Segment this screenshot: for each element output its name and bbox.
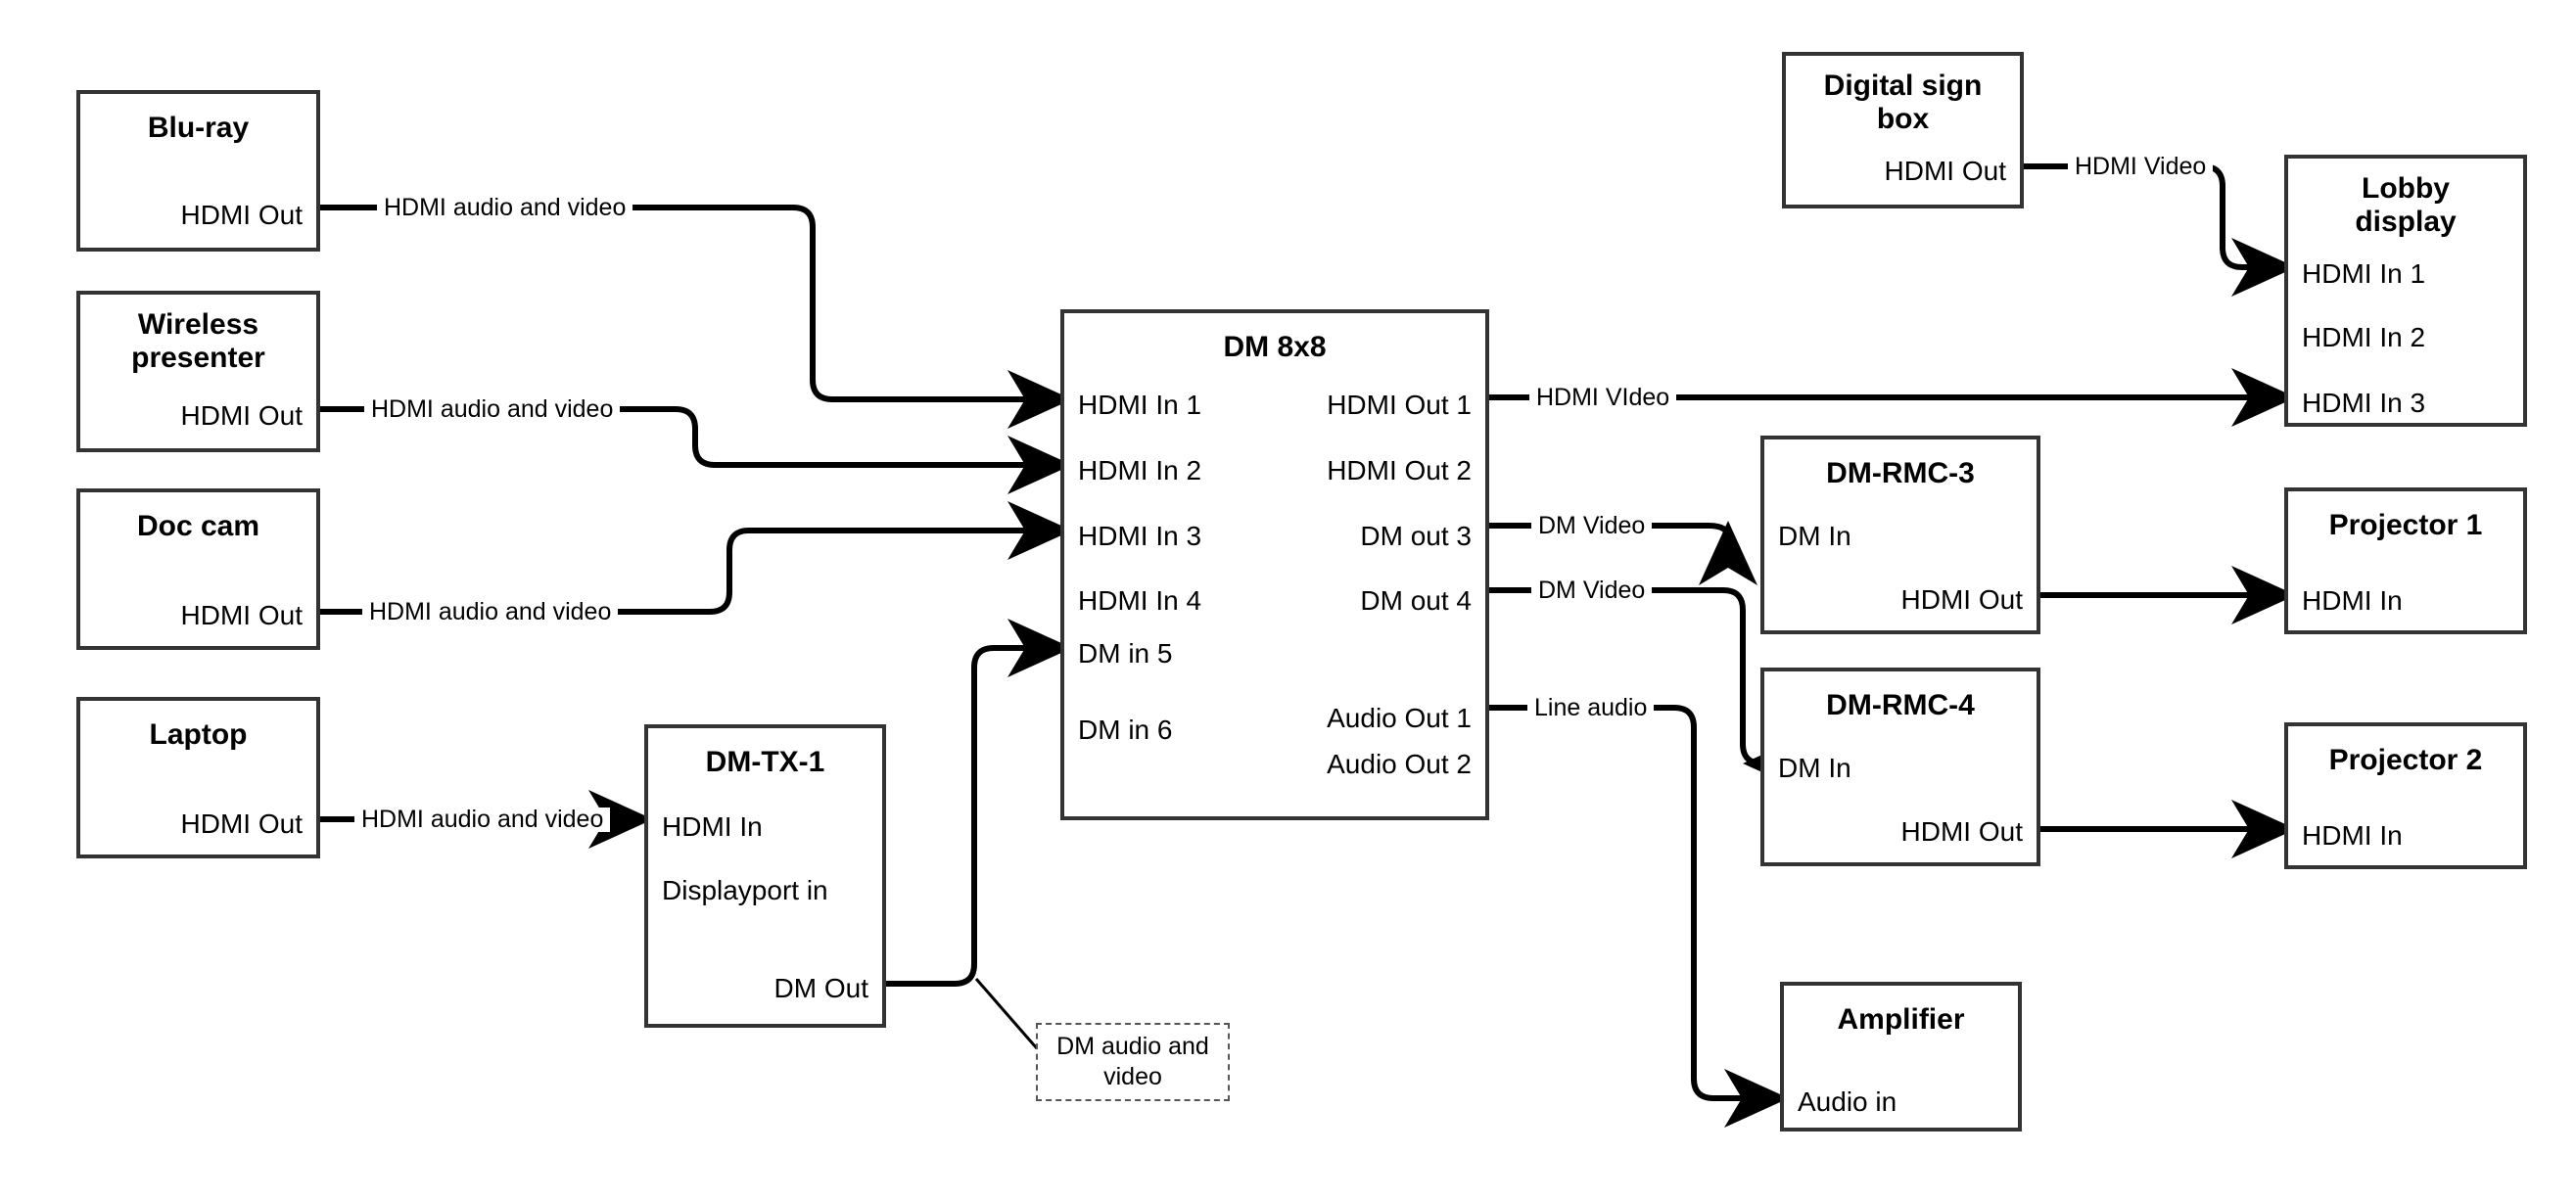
wire-sign-to-lobby-in1: [2024, 163, 2296, 297]
node-dm-rmc-4-title: DM-RMC-4: [1826, 689, 1975, 721]
port-projector2-hdmi-in: HDMI In: [2302, 820, 2403, 851]
port-dmtx1-dm-out: DM Out: [773, 973, 868, 1003]
port-lobby-hdmi-in-1: HDMI In 1: [2302, 258, 2426, 289]
wire-label-hdmiout1-to-lobby3: HDMI VIdeo: [1529, 386, 1677, 410]
port-rmc4-dm-in: DM In: [1778, 753, 1851, 783]
node-dm-rmc-4[interactable]: DM-RMC-4 DM In HDMI Out: [1760, 668, 2040, 866]
node-projector-1-title: Projector 1: [2328, 509, 2483, 541]
node-projector-2[interactable]: Projector 2 HDMI In: [2284, 722, 2527, 869]
port-dmtx1-displayport-in: Displayport in: [662, 875, 828, 905]
port-dm8x8-dm-in-6: DM in 6: [1078, 715, 1173, 745]
node-dm-8x8[interactable]: DM 8x8 HDMI In 1 HDMI In 2 HDMI In 3 HDM…: [1060, 309, 1489, 820]
node-digital-sign-box-title: Digital sign box: [1823, 69, 1983, 136]
node-doc-cam-title: Doc cam: [136, 510, 260, 542]
node-projector-1[interactable]: Projector 1 HDMI In: [2284, 487, 2527, 634]
wire-dmtx1-to-dm8x8-in5: [886, 619, 1072, 987]
wire-dm8x8-audioout1-to-amp: [1489, 705, 1789, 1128]
node-dm-8x8-title: DM 8x8: [1223, 331, 1327, 363]
port-rmc3-hdmi-out: HDMI Out: [1900, 584, 2023, 615]
port-dm8x8-audio-out-1: Audio Out 1: [1327, 703, 1472, 733]
port-dmtx1-hdmi-in: HDMI In: [662, 811, 763, 842]
node-digital-sign-box[interactable]: Digital sign box HDMI Out: [1782, 52, 2024, 208]
wire-label-dmout3-to-rmc3: DM Video: [1531, 514, 1653, 538]
wire-label-doccam-to-in3: HDMI audio and video: [362, 600, 619, 624]
node-dm-rmc-3[interactable]: DM-RMC-3 DM In HDMI Out: [1760, 436, 2040, 634]
node-doc-cam[interactable]: Doc cam HDMI Out: [76, 488, 320, 650]
port-dm8x8-hdmi-out-1: HDMI Out 1: [1327, 390, 1472, 420]
wire-label-sign-to-lobby1: HDMI Video: [2068, 155, 2214, 179]
port-dm8x8-hdmi-in-1: HDMI In 1: [1078, 390, 1202, 420]
wire-label-audioout1-to-amp: Line audio: [1527, 696, 1655, 720]
port-dm8x8-hdmi-in-4: HDMI In 4: [1078, 585, 1202, 616]
node-laptop[interactable]: Laptop HDMI Out: [76, 697, 320, 858]
port-rmc4-hdmi-out: HDMI Out: [1900, 816, 2023, 847]
node-dm-rmc-3-title: DM-RMC-3: [1826, 457, 1975, 489]
wire-bluray-to-dm8x8-in1: [320, 205, 1072, 429]
port-dm8x8-audio-out-2: Audio Out 2: [1327, 749, 1472, 779]
port-projector1-hdmi-in: HDMI In: [2302, 585, 2403, 616]
port-doccam-hdmi-out: HDMI Out: [180, 600, 303, 630]
node-wireless-presenter[interactable]: Wireless presenter HDMI Out: [76, 291, 320, 452]
node-amplifier-title: Amplifier: [1837, 1003, 1965, 1036]
node-wireless-presenter-title: Wireless presenter: [131, 308, 265, 375]
port-amplifier-audio-in: Audio in: [1798, 1086, 1897, 1117]
node-lobby-display[interactable]: Lobby display HDMI In 1 HDMI In 2 HDMI I…: [2284, 155, 2527, 427]
node-bluray-title: Blu-ray: [147, 112, 250, 144]
note-dm-audio-and-video: DM audio and video: [1036, 1023, 1230, 1101]
port-dm8x8-hdmi-out-2: HDMI Out 2: [1327, 455, 1472, 485]
wire-label-laptop-to-dmtx1: HDMI audio and video: [354, 808, 611, 832]
node-projector-2-title: Projector 2: [2328, 744, 2483, 776]
node-lobby-display-title: Lobby display: [2355, 172, 2457, 239]
wire-label-wireless-to-in2: HDMI audio and video: [364, 397, 621, 422]
node-dm-tx-1-title: DM-TX-1: [705, 746, 825, 778]
port-rmc3-dm-in: DM In: [1778, 521, 1851, 551]
port-dm8x8-hdmi-in-2: HDMI In 2: [1078, 455, 1202, 485]
port-wireless-hdmi-out: HDMI Out: [180, 400, 303, 431]
wire-dm8x8-out4-to-rmc4: [1489, 587, 1807, 793]
note-leader-line: [974, 978, 1045, 1056]
node-dm-tx-1[interactable]: DM-TX-1 HDMI In Displayport in DM Out: [644, 724, 886, 1028]
port-digitalsign-hdmi-out: HDMI Out: [1884, 156, 2006, 186]
port-dm8x8-dm-in-5: DM in 5: [1078, 638, 1173, 669]
node-amplifier[interactable]: Amplifier Audio in: [1780, 982, 2022, 1132]
wire-label-dmout4-to-rmc4: DM Video: [1531, 578, 1653, 603]
port-dm8x8-dm-out-4: DM out 4: [1360, 585, 1472, 616]
port-bluray-hdmi-out: HDMI Out: [180, 200, 303, 230]
port-dm8x8-dm-out-3: DM out 3: [1360, 521, 1472, 551]
port-dm8x8-hdmi-in-3: HDMI In 3: [1078, 521, 1202, 551]
port-lobby-hdmi-in-2: HDMI In 2: [2302, 322, 2426, 352]
node-bluray[interactable]: Blu-ray HDMI Out: [76, 90, 320, 252]
node-laptop-title: Laptop: [149, 718, 248, 751]
wire-label-bluray-to-in1: HDMI audio and video: [377, 196, 633, 220]
port-laptop-hdmi-out: HDMI Out: [180, 808, 303, 839]
port-lobby-hdmi-in-3: HDMI In 3: [2302, 388, 2426, 418]
